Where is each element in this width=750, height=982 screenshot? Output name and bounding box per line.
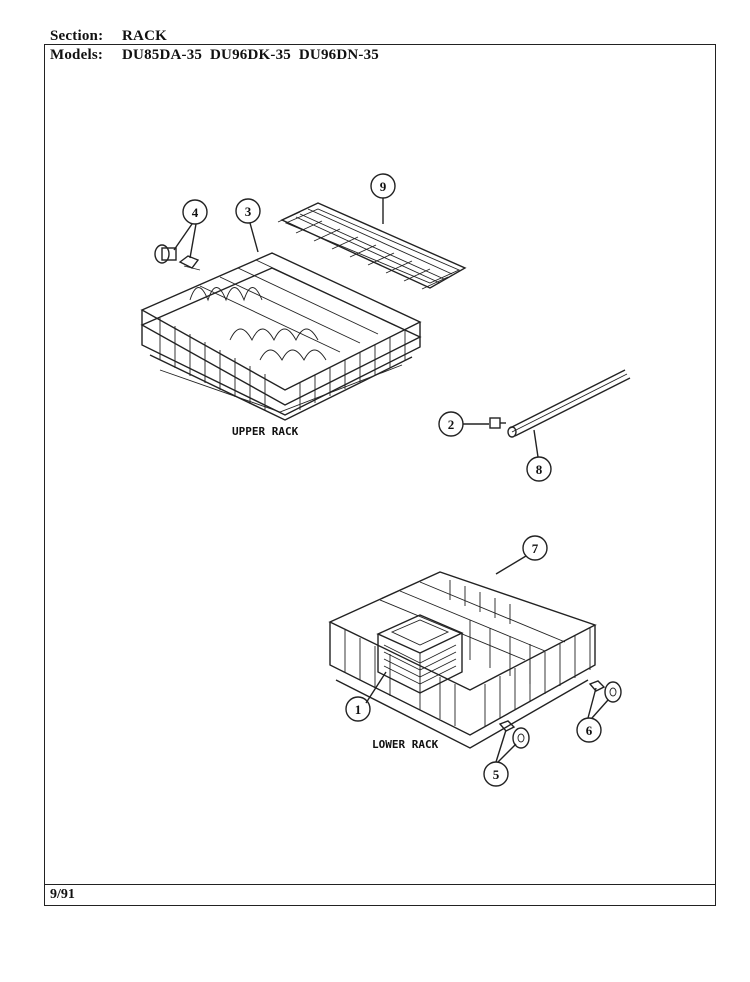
callout-2: 2 — [438, 411, 489, 437]
callout-3: 3 — [235, 198, 261, 253]
silverware-basket-illustration — [376, 614, 464, 694]
rail-stop-illustration — [489, 417, 506, 429]
svg-text:1: 1 — [355, 702, 362, 717]
callout-5: 5 — [483, 729, 517, 787]
upper-rack-label: UPPER RACK — [232, 425, 299, 438]
section-label: Section: — [50, 28, 104, 44]
callout-8: 8 — [526, 429, 552, 482]
callout-4: 4 — [173, 199, 208, 259]
section-line: Section: RACK — [50, 28, 167, 45]
svg-text:3: 3 — [245, 204, 252, 219]
lower-rack-wheels-front-illustration — [498, 720, 530, 749]
models-value: DU85DA-35 DU96DK-35 DU96DN-35 — [122, 47, 380, 63]
callout-7: 7 — [495, 535, 548, 575]
footer-date: 9/91 — [50, 887, 75, 902]
svg-text:5: 5 — [493, 767, 500, 782]
rack-clips-illustration — [154, 244, 201, 271]
lower-rack-illustration — [328, 571, 597, 749]
svg-text:7: 7 — [532, 541, 539, 556]
section-value: RACK — [122, 28, 167, 44]
svg-text:4: 4 — [192, 205, 199, 220]
svg-text:8: 8 — [536, 462, 543, 477]
lower-rack-wheels-rear-illustration — [588, 680, 622, 703]
upper-rack-illustration — [140, 252, 422, 421]
svg-text:6: 6 — [586, 723, 593, 738]
svg-text:9: 9 — [380, 179, 387, 194]
rack-rail-illustration — [507, 369, 631, 438]
footer-divider — [44, 884, 716, 885]
models-label: Models: — [50, 47, 104, 63]
callout-1: 1 — [345, 671, 387, 722]
lower-rack-label: LOWER RACK — [372, 738, 439, 751]
svg-text:2: 2 — [448, 417, 455, 432]
callout-6: 6 — [576, 687, 609, 743]
models-line: Models: DU85DA-35 DU96DK-35 DU96DN-35 — [50, 47, 379, 64]
shelf-illustration — [277, 202, 467, 290]
diagram-frame — [44, 44, 716, 906]
callout-9: 9 — [370, 173, 396, 224]
